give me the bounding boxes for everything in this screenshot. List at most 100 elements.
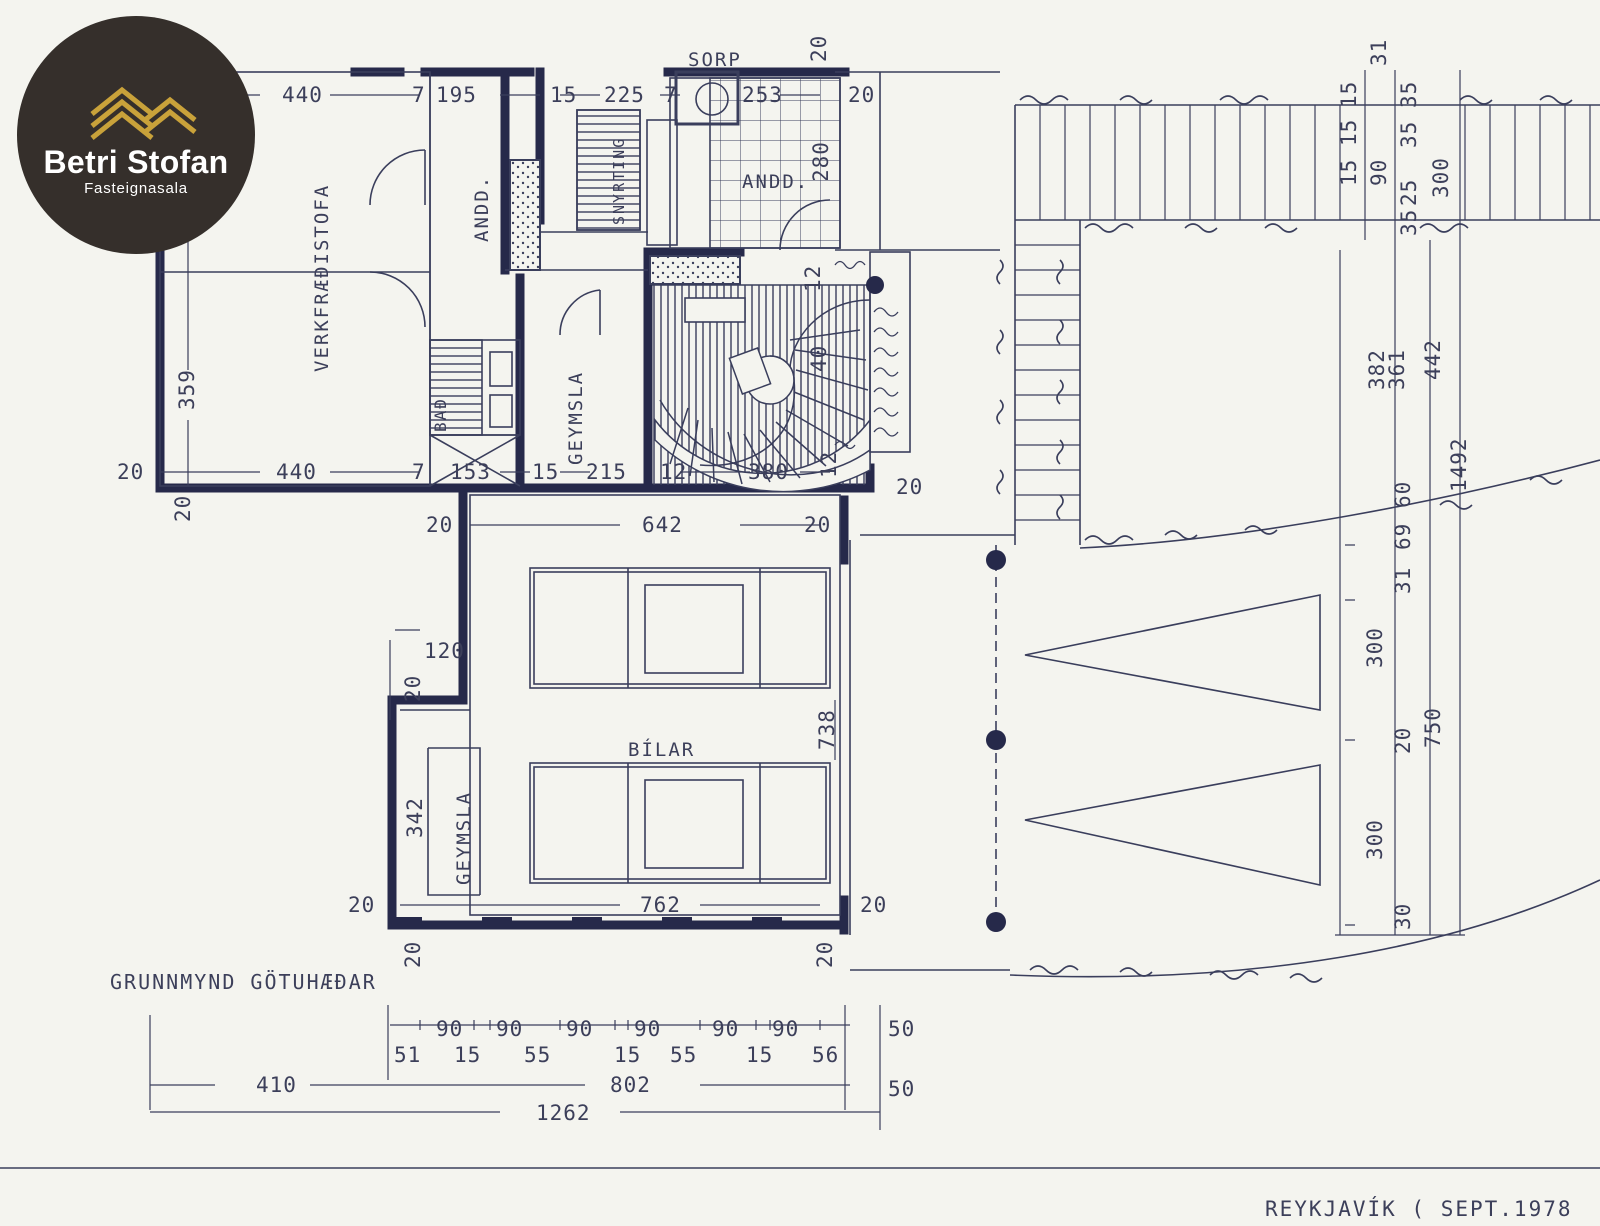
dim-right-442: 442: [1421, 339, 1445, 380]
dim-top-253: 253: [742, 83, 783, 107]
room-label-snyrting: SNYRTING: [610, 137, 628, 225]
planter-hatching: [834, 260, 899, 450]
room-label-geymsla-upper: GEYMSLA: [565, 371, 587, 465]
dim-20-small: 20: [401, 675, 425, 702]
company-logo: Betri Stofan Fasteignasala: [17, 16, 255, 254]
dim-bottom-440: 440: [276, 460, 317, 484]
dim-right-31: 31: [1367, 39, 1391, 66]
dim-bottom-chain-15c: 15: [746, 1043, 773, 1067]
room-label-andd-right: ANDD.: [742, 171, 809, 193]
dim-bottom-chain-90e: 90: [712, 1017, 739, 1041]
dim-andd-280: 280: [809, 141, 833, 182]
dim-bottom-chain-90c: 90: [566, 1017, 593, 1041]
dim-bottom-15: 15: [532, 460, 559, 484]
dimension-lines: [0, 70, 1600, 1169]
dim-738: 738: [815, 709, 839, 750]
dim-right-1492: 1492: [1447, 437, 1471, 492]
dim-bottom-chain-55a: 55: [524, 1043, 551, 1067]
dim-bottom-chain-51: 51: [394, 1043, 421, 1067]
room-label-geymsla-lower: GEYMSLA: [453, 791, 475, 885]
dim-garage-762: 762: [640, 893, 681, 917]
dim-garage-20-vertical-left: 20: [401, 941, 425, 968]
dim-right-750: 750: [1421, 707, 1445, 748]
dim-right-69: 69: [1391, 523, 1415, 550]
dim-bottom-chain-90d: 90: [634, 1017, 661, 1041]
interior-lines: [159, 70, 1000, 493]
dim-top-7a: 7: [412, 83, 426, 107]
dim-right-15c: 15: [1337, 159, 1361, 186]
dim-right-361: 361: [1385, 349, 1409, 390]
dim-bottom-chain-50a: 50: [888, 1017, 915, 1041]
dim-342: 342: [403, 797, 427, 838]
dim-garage-20-left: 20: [426, 513, 453, 537]
paving-columns: [1015, 105, 1591, 521]
roof-chevrons-icon: [90, 86, 197, 140]
dim-bottom-chain-90b: 90: [496, 1017, 523, 1041]
dim-bottom-chain-1262: 1262: [536, 1101, 591, 1125]
room-labels: VERKFRÆÐISTOFA ANDD. ANDD. SORP SNYRTING…: [311, 49, 809, 885]
dim-top-195: 195: [436, 83, 477, 107]
spiral-stair: [654, 299, 871, 493]
dim-right-31b: 31: [1391, 567, 1415, 594]
dim-bottom-chain-15a: 15: [454, 1043, 481, 1067]
dim-left-359: 359: [175, 369, 199, 410]
dim-right-60: 60: [1391, 481, 1415, 508]
room-label-verkfraedistofa: VERKFRÆÐISTOFA: [311, 184, 333, 372]
room-label-bilar: BÍLAR: [628, 738, 695, 761]
dim-stair-40: 40: [807, 345, 831, 372]
dim-right-300b: 300: [1363, 627, 1387, 668]
dim-bottom-7: 7: [412, 460, 426, 484]
dim-120: 120: [424, 639, 465, 663]
dim-bottom-12: 12: [660, 460, 687, 484]
room-label-bad: BAÐ: [431, 397, 450, 432]
dim-right-25: 25: [1397, 179, 1421, 206]
logo-brand-name: Betri Stofan: [43, 144, 229, 180]
logo-subtitle: Fasteignasala: [84, 180, 188, 197]
dimension-labels: 440 7 195 15 225 7 253 20 20 440 7 153 1…: [117, 35, 1471, 1125]
dim-bottom-chain-55b: 55: [670, 1043, 697, 1067]
dim-top-225: 225: [604, 83, 645, 107]
dim-bottom-chain-90f: 90: [772, 1017, 799, 1041]
dim-bottom-153: 153: [450, 460, 491, 484]
plan-caption: GRUNNMYND GÖTUHÆÐAR: [110, 970, 377, 994]
dim-top-20: 20: [848, 83, 875, 107]
dim-right-15b: 15: [1337, 119, 1361, 146]
dim-top-15: 15: [550, 83, 577, 107]
dim-bottom-chain-50b: 50: [888, 1077, 915, 1101]
dim-bottom-12b: 12: [817, 451, 841, 478]
dim-garage-20-bottom-right: 20: [860, 893, 887, 917]
dim-bottom-chain-56: 56: [812, 1043, 839, 1067]
dim-top-440: 440: [282, 83, 323, 107]
dim-garage-642: 642: [642, 513, 683, 537]
dim-bottom-chain-15b: 15: [614, 1043, 641, 1067]
dim-right-35b: 35: [1397, 121, 1421, 148]
dim-left-20-vertical: 20: [171, 495, 195, 522]
dim-garage-20-right: 20: [804, 513, 831, 537]
room-label-sorp: SORP: [688, 49, 742, 71]
dim-right-382: 382: [1365, 349, 1389, 390]
dim-bottom-chain-90a: 90: [436, 1017, 463, 1041]
plan-footer: REYKJAVÍK ( SEPT.1978: [1265, 1196, 1573, 1221]
dim-right-15a: 15: [1337, 81, 1361, 108]
dim-right-35c: 35: [1397, 209, 1421, 236]
dim-right-35a: 35: [1397, 81, 1421, 108]
dim-top-7b: 7: [664, 83, 678, 107]
dim-garage-20-bottom-left: 20: [348, 893, 375, 917]
dim-bottom-215: 215: [586, 460, 627, 484]
outdoor: [849, 95, 1600, 983]
dim-right-300: 300: [1429, 157, 1453, 198]
dim-bottom-chain-802: 802: [610, 1073, 651, 1097]
dim-right-20: 20: [1391, 727, 1415, 754]
dim-bottom-380: 380: [748, 460, 789, 484]
dim-top-20-vertical: 20: [807, 35, 831, 62]
dim-right-30: 30: [1391, 903, 1415, 930]
dim-right-300c: 300: [1363, 819, 1387, 860]
garage: [392, 494, 844, 923]
dim-right-20: 20: [896, 475, 923, 499]
room-label-andd-left: ANDD.: [471, 175, 493, 242]
dim-left-20: 20: [117, 460, 144, 484]
dim-stair-12: 12: [801, 265, 825, 292]
dim-bottom-chain-410: 410: [256, 1073, 297, 1097]
